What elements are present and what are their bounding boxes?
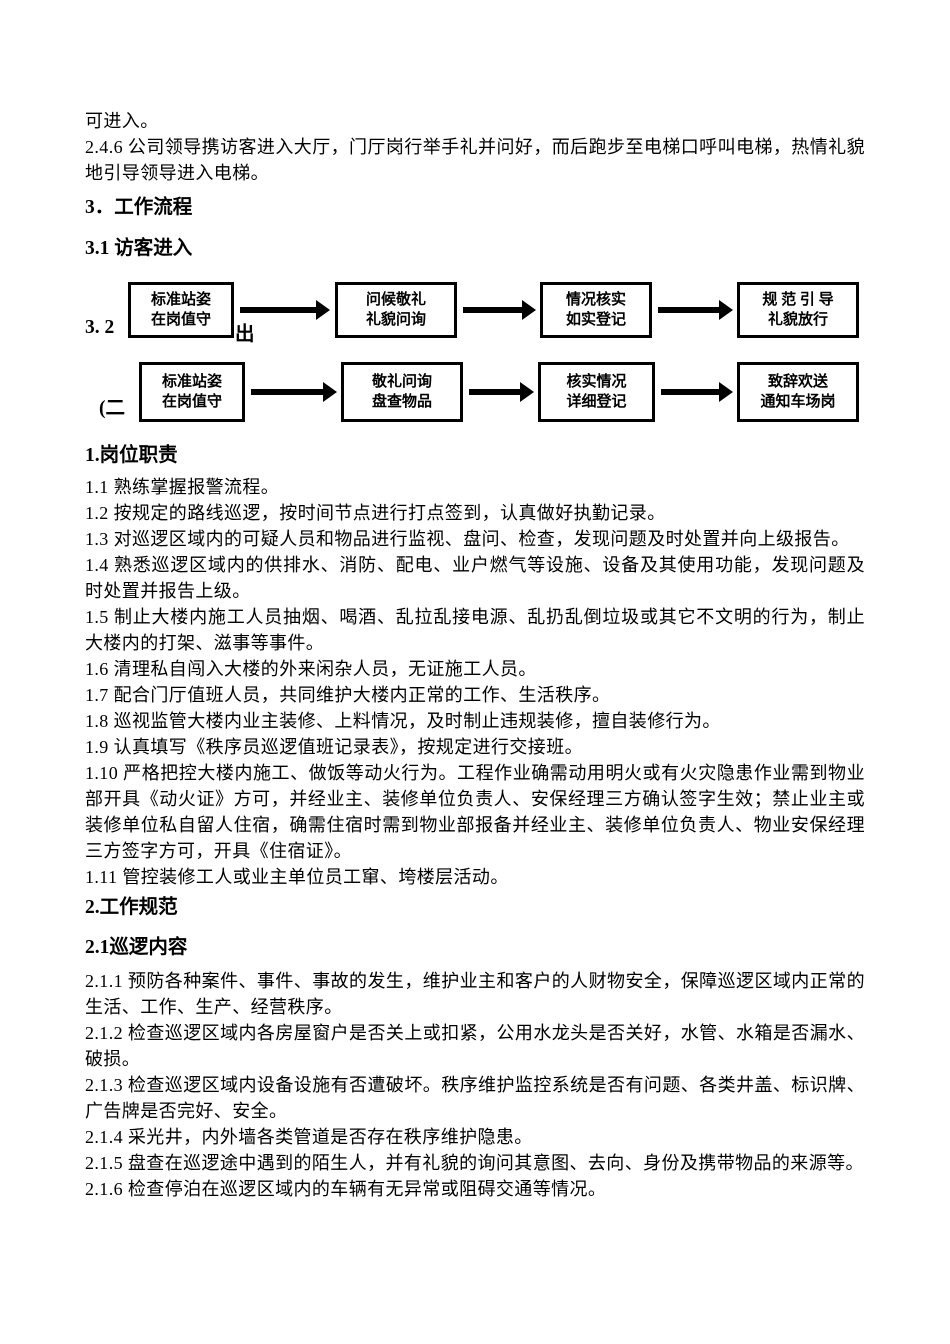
flow-box-line: 盘查物品 xyxy=(371,394,432,410)
flow-box-farewell-notify: 致辞欢送 通知车场岗 xyxy=(737,362,859,422)
patrol-item: 2.1.2 检查巡逻区域内各房屋窗户是否关上或扣紧，公用水龙头是否关好，水管、水… xyxy=(85,1023,865,1069)
flow-box-line: 问候敬礼 xyxy=(365,292,426,308)
arrow-right-icon xyxy=(463,300,536,320)
flow-box-line: 敬礼问询 xyxy=(371,374,432,390)
heading-work-flow: 3．工作流程 xyxy=(85,197,193,218)
flow-box-line: 详细登记 xyxy=(566,394,627,410)
flow-box-line: 礼貌放行 xyxy=(767,312,828,328)
flow-box-line: 如实登记 xyxy=(565,312,626,328)
duty-item: 1.1 熟练掌握报警流程。 xyxy=(85,477,280,497)
flow-box-guide-release: 规 范 引 导 礼貌放行 xyxy=(737,282,859,338)
paren-fragment: (二 xyxy=(99,398,125,419)
flow-box-line: 核实情况 xyxy=(566,374,627,390)
flow-box-salute-check: 敬礼问询 盘查物品 xyxy=(341,362,463,422)
duty-item: 1.7 配合门厅值班人员，共同维护大楼内正常的工作、生活秩序。 xyxy=(85,685,611,705)
duty-item: 1.6 清理私自闯入大楼的外来闲杂人员，无证施工人员。 xyxy=(85,659,537,679)
heading-patrol-content: 2.1巡逻内容 xyxy=(85,937,188,958)
patrol-item: 2.1.4 采光井，内外墙各类管道是否存在秩序维护隐患。 xyxy=(85,1127,533,1147)
arrow-right-icon xyxy=(661,382,733,402)
flow-box-stand-post-1: 标准站姿 在岗值守 xyxy=(128,282,234,338)
arrow-right-icon xyxy=(469,382,534,402)
heading-3-2-prefix: 3. 2 xyxy=(85,317,115,338)
flow-box-stand-post-2: 标准站姿 在岗值守 xyxy=(139,362,245,422)
flow-box-line: 标准站姿 xyxy=(161,374,222,390)
duty-item: 1.5 制止大楼内施工人员抽烟、喝酒、乱拉乱接电源、乱扔乱倒垃圾或其它不文明的行… xyxy=(85,607,865,653)
duty-item: 1.9 认真填写《秩序员巡逻值班记录表》，按规定进行交接班。 xyxy=(85,737,583,757)
heading-visitor-entry: 3.1 访客进入 xyxy=(85,238,193,259)
patrol-item: 2.1.5 盘查在巡逻途中遇到的陌生人，并有礼貌的询问其意图、去向、身份及携带物… xyxy=(85,1153,864,1173)
arrow-right-icon xyxy=(251,382,337,402)
flow-box-line: 标准站姿 xyxy=(150,292,211,308)
duty-item: 1.2 按规定的路线巡逻，按时间节点进行打点签到，认真做好执勤记录。 xyxy=(85,503,666,523)
flowchart: 3. 2 出 (二 标准站姿 在岗值守 问候敬礼 礼貌问询 情况核实 如实登记 … xyxy=(85,277,865,440)
duty-item: 1.11 管控装修工人或业主单位员工窜、垮楼层活动。 xyxy=(85,867,509,887)
flow-box-line: 情况核实 xyxy=(565,292,626,308)
arrow-right-icon xyxy=(240,300,330,320)
flow-box-line: 致辞欢送 xyxy=(767,374,828,390)
duty-item: 1.4 熟悉巡逻区域内的供排水、消防、配电、业户燃气等设施、设备及其使用功能，发… xyxy=(85,555,865,601)
flow-box-greet-inquire: 问候敬礼 礼貌问询 xyxy=(335,282,457,338)
flow-box-line: 在岗值守 xyxy=(161,394,222,410)
flow-box-verify-register: 情况核实 如实登记 xyxy=(540,282,652,338)
paragraph-intro-tail: 可进入。 xyxy=(85,111,159,131)
heading-work-standards: 2.工作规范 xyxy=(85,897,178,918)
flow-box-line: 规 范 引 导 xyxy=(762,292,834,308)
flow-box-line: 在岗值守 xyxy=(150,312,211,328)
patrol-item: 2.1.3 检查巡逻区域内设备设施有否遭破坏。秩序维护监控系统是否有问题、各类井… xyxy=(85,1075,865,1121)
duty-item: 1.8 巡视监管大楼内业主装修、上料情况，及时制止违规装修，擅自装修行为。 xyxy=(85,711,721,731)
flow-box-line: 通知车场岗 xyxy=(760,394,836,410)
flow-box-line: 礼貌问询 xyxy=(365,312,426,328)
paragraph-2-4-6: 2.4.6 公司领导携访客进入大厅，门厅岗行举手礼并问好，而后跑步至电梯口呼叫电… xyxy=(85,137,865,183)
heading-post-duties: 1.岗位职责 xyxy=(85,445,178,466)
duty-item: 1.10 严格把控大楼内施工、做饭等动火行为。工程作业确需动用明火或有火灾隐患作… xyxy=(85,763,865,861)
heading-3-2-suffix: 出 xyxy=(235,324,255,345)
duty-item: 1.3 对巡逻区域内的可疑人员和物品进行监视、盘问、检查，发现问题及时处置并向上… xyxy=(85,529,850,549)
patrol-item: 2.1.6 检查停泊在巡逻区域内的车辆有无异常或阻碍交通等情况。 xyxy=(85,1179,607,1199)
arrow-right-icon xyxy=(658,300,733,320)
patrol-item: 2.1.1 预防各种案件、事件、事故的发生，维护业主和客户的人财物安全，保障巡逻… xyxy=(85,971,865,1017)
flow-box-verify-detail-register: 核实情况 详细登记 xyxy=(538,362,655,422)
